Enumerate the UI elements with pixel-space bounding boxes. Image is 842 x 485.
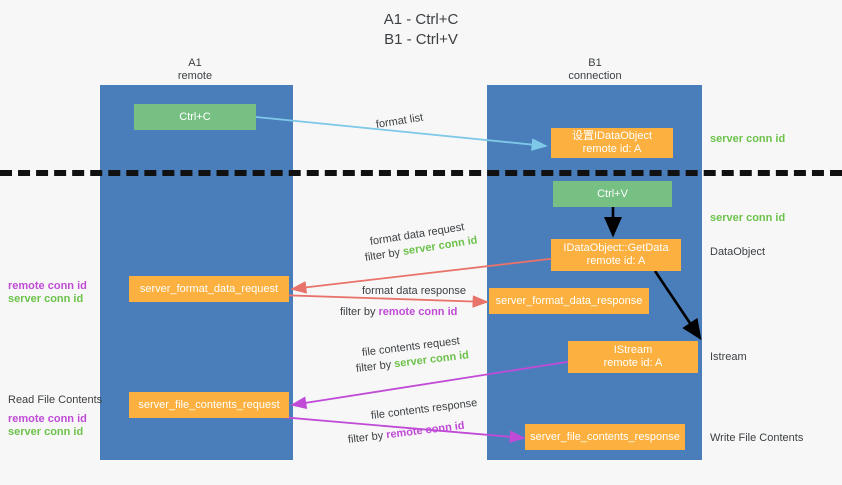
left-label-read-file-contents: Read File Contents xyxy=(8,394,103,406)
left-label-server-conn-id-2: server conn id xyxy=(8,426,84,438)
arrow-getdata-to-istream xyxy=(653,270,702,341)
node-set-idataobject[interactable]: 设置IDataObject remote id: A xyxy=(551,128,673,158)
phase-divider xyxy=(0,170,842,176)
column-a1-name: A1 xyxy=(188,57,202,69)
column-header-a1: A1 remote xyxy=(125,57,265,83)
node-server-file-contents-request-label: server_file_contents_request xyxy=(138,398,280,411)
node-server-format-data-request[interactable]: server_format_data_request xyxy=(129,276,289,302)
arrow-format-data-request xyxy=(290,257,559,294)
right-label-istream: Istream xyxy=(710,351,747,363)
filter-value-remote-conn-id: remote conn id xyxy=(378,306,458,318)
arrow-file-contents-request xyxy=(290,360,574,409)
right-label-dataobject: DataObject xyxy=(710,246,766,258)
node-ctrl-v[interactable]: Ctrl+V xyxy=(553,181,672,207)
node-server-file-contents-request[interactable]: server_file_contents_request xyxy=(129,392,289,418)
node-server-file-contents-response-label: server_file_contents_response xyxy=(530,430,680,443)
arrow-format-list xyxy=(255,116,548,151)
node-server-file-contents-response[interactable]: server_file_contents_response xyxy=(525,424,685,450)
node-server-format-data-response-label: server_format_data_response xyxy=(495,294,643,307)
right-label-write-file-contents: Write File Contents xyxy=(710,432,804,444)
left-label-remote-conn-id-2: remote conn id xyxy=(8,413,87,425)
node-ctrl-c[interactable]: Ctrl+C xyxy=(134,104,256,130)
column-b1-sub: connection xyxy=(568,70,622,82)
node-server-format-data-request-label: server_format_data_request xyxy=(139,282,279,295)
node-server-format-data-response[interactable]: server_format_data_response xyxy=(489,288,649,314)
node-set-idataobject-line1: 设置IDataObject xyxy=(571,130,653,142)
left-label-remote-conn-id-1: remote conn id xyxy=(8,280,87,292)
node-getdata-line2: remote id: A xyxy=(586,255,646,267)
node-getdata-line1: IDataObject::GetData xyxy=(563,242,669,254)
node-istream-line1: IStream xyxy=(613,344,653,356)
title-line-1: A1 - Ctrl+C xyxy=(383,11,459,28)
page-title: A1 - Ctrl+C B1 - Ctrl+V xyxy=(0,10,842,50)
node-istream[interactable]: IStream remote id: A xyxy=(568,341,698,373)
node-ctrl-c-label: Ctrl+C xyxy=(179,110,211,123)
node-idataobject-getdata[interactable]: IDataObject::GetData remote id: A xyxy=(551,239,681,271)
node-istream-line2: remote id: A xyxy=(603,357,663,369)
caption-format-data-response: format data response xyxy=(362,285,466,297)
column-a1-sub: remote xyxy=(177,70,213,82)
left-label-server-conn-id-1: server conn id xyxy=(8,293,84,305)
node-ctrl-v-label: Ctrl+V xyxy=(597,187,628,200)
title-line-2: B1 - Ctrl+V xyxy=(384,31,458,48)
node-set-idataobject-line2: remote id: A xyxy=(582,143,642,155)
right-label-server-conn-id-top: server conn id xyxy=(710,133,786,145)
right-label-server-conn-id-second: server conn id xyxy=(710,212,786,224)
caption-format-data-response-filter: filter by remote conn id xyxy=(340,305,457,319)
column-header-b1: B1 connection xyxy=(525,57,665,83)
filter-prefix: filter by xyxy=(340,306,379,318)
column-b1-name: B1 xyxy=(588,57,602,69)
